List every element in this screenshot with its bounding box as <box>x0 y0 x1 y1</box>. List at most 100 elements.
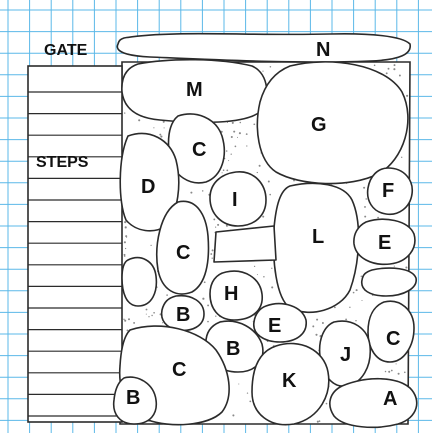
gravel-dot <box>247 392 248 393</box>
gravel-dot <box>210 253 212 255</box>
gravel-dot <box>233 131 235 133</box>
gravel-dot <box>271 268 272 269</box>
gravel-dot <box>226 150 228 152</box>
gravel-dot <box>326 403 328 405</box>
gravel-dot <box>315 334 317 336</box>
gravel-dot <box>361 276 363 278</box>
label-j: J <box>340 344 351 366</box>
gravel-dot <box>319 420 321 422</box>
gravel-dot <box>317 421 319 423</box>
stone-right-flat <box>362 268 416 296</box>
label-c-middle: C <box>176 242 190 264</box>
stone-a <box>330 379 417 428</box>
gravel-dot <box>271 286 273 288</box>
label-b-corner: B <box>126 387 140 409</box>
gravel-dot <box>202 298 204 300</box>
gravel-dot <box>249 400 251 402</box>
label-a: A <box>383 388 397 410</box>
gravel-dot <box>166 294 168 296</box>
gravel-dot <box>391 370 393 372</box>
label-e-lower: E <box>268 315 281 337</box>
gravel-dot <box>226 225 227 226</box>
gravel-dot <box>235 146 237 148</box>
gravel-dot <box>356 289 358 291</box>
gravel-dot <box>153 127 154 128</box>
gravel-dot <box>405 266 407 268</box>
gravel-dot <box>133 322 135 324</box>
gravel-dot <box>355 320 356 321</box>
gravel-dot <box>148 316 149 317</box>
gravel-dot <box>364 206 366 208</box>
gravel-dot <box>123 319 124 320</box>
label-h: H <box>224 283 238 305</box>
gravel-dot <box>404 372 406 374</box>
label-d: D <box>141 176 155 198</box>
gravel-dot <box>124 254 126 256</box>
stone-g <box>257 62 408 184</box>
gravel-dot <box>232 414 234 416</box>
gravel-dot <box>388 68 390 70</box>
gravel-dot <box>349 307 350 308</box>
label-b-middle: B <box>226 338 240 360</box>
gravel-dot <box>394 64 396 66</box>
gravel-dot <box>150 245 151 246</box>
label-m: M <box>186 79 203 101</box>
stone-left-middle <box>122 258 156 306</box>
gravel-dot <box>239 132 241 134</box>
stone-slab <box>214 226 276 262</box>
gravel-dot <box>312 325 314 327</box>
gravel-dot <box>262 71 263 72</box>
steps <box>28 66 122 422</box>
gravel-dot <box>262 216 264 218</box>
gravel-dot <box>223 169 225 171</box>
label-c-lower: C <box>172 359 186 381</box>
gravel-dot <box>394 266 395 267</box>
gravel-dot <box>386 72 388 74</box>
gravel-dot <box>396 363 397 364</box>
gravel-dot <box>207 321 209 323</box>
label-b-small: B <box>176 304 190 326</box>
gravel-dot <box>238 383 239 384</box>
gravel-dot <box>345 319 347 321</box>
gravel-dot <box>377 217 379 219</box>
stone-n <box>117 34 410 62</box>
label-e-right: E <box>378 232 391 254</box>
gravel-dot <box>217 224 219 226</box>
gravel-dot <box>398 373 400 375</box>
gravel-dot <box>204 281 206 283</box>
label-c-upper: C <box>192 139 206 161</box>
gravel-dot <box>401 157 402 158</box>
gravel-dot <box>213 218 215 220</box>
gravel-dot <box>125 235 127 237</box>
gravel-dot <box>270 66 272 68</box>
gravel-dot <box>215 227 216 228</box>
gravel-dot <box>253 123 255 125</box>
gravel-dot <box>190 192 192 194</box>
gravel-dot <box>232 122 234 124</box>
gravel-dot <box>269 194 271 196</box>
gravel-dot <box>385 371 387 373</box>
gravel-dot <box>124 221 126 223</box>
gravel-dot <box>162 322 163 323</box>
gravel-dot <box>228 160 229 161</box>
gravel-dot <box>226 170 228 172</box>
gravel-dot <box>365 198 366 199</box>
gravel-dot <box>399 75 401 77</box>
gravel-dot <box>222 172 223 173</box>
gravel-dot <box>146 314 147 315</box>
gravel-dot <box>363 187 365 189</box>
gravel-dot <box>259 165 261 167</box>
gravel-dot <box>151 315 152 316</box>
gravel-dot <box>240 122 242 124</box>
gravel-dot <box>212 249 214 251</box>
gravel-dot <box>364 216 366 218</box>
label-i: I <box>232 189 238 211</box>
steps-label: STEPS <box>36 154 89 171</box>
gravel-dot <box>237 137 238 138</box>
label-l: L <box>312 226 324 248</box>
gravel-dot <box>406 95 408 97</box>
label-g: G <box>311 114 327 136</box>
gravel-dot <box>164 127 165 128</box>
gravel-dot <box>268 181 270 183</box>
